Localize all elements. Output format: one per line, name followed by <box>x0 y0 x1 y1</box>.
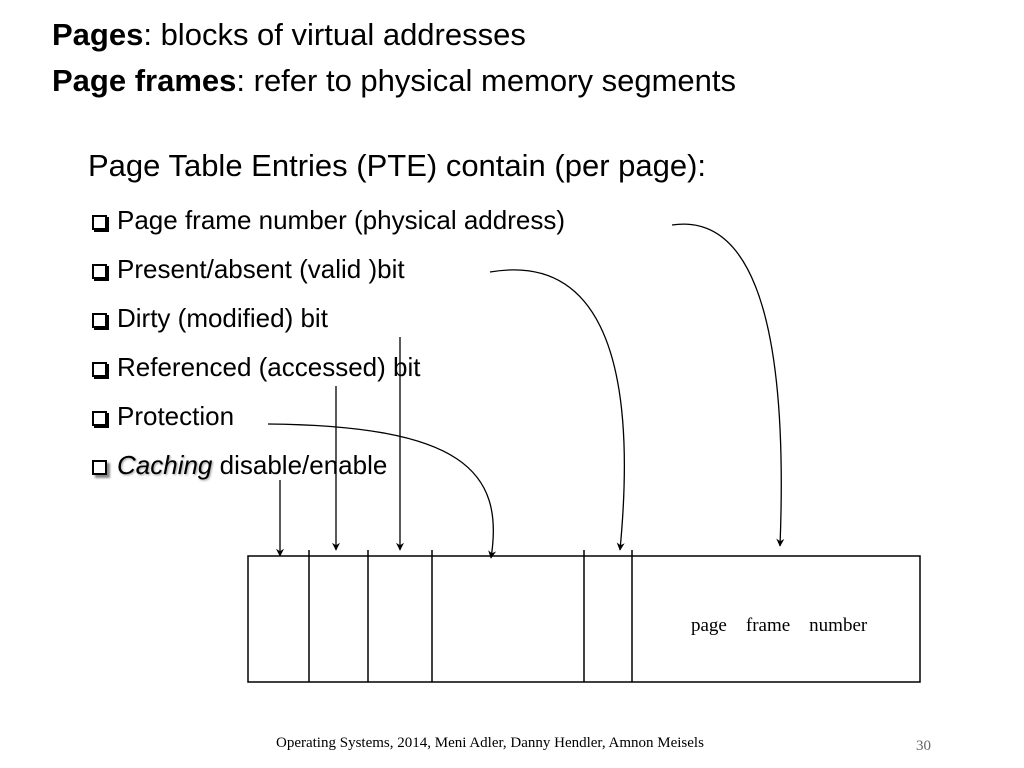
title-term-page-frames: Page frames <box>52 63 237 98</box>
checkbox-bullet-icon <box>92 362 107 377</box>
arrow-frame-number-to-field <box>671 223 785 547</box>
arrow-present-to-field <box>489 269 625 551</box>
bullet-italic-term: Caching <box>117 450 213 480</box>
title-line-1: Pages: blocks of virtual addresses <box>52 12 736 58</box>
pte-heading: Page Table Entries (PTE) contain (per pa… <box>88 148 707 183</box>
checkbox-bullet-icon <box>92 411 107 426</box>
bullet-text: Page frame number (physical address) <box>117 205 565 235</box>
checkbox-bullet-icon <box>92 460 107 475</box>
bullet-text: Protection <box>117 401 235 431</box>
bullet-text: Dirty (modified) bit <box>117 303 328 333</box>
arrow-protection-to-field <box>267 423 497 559</box>
pte-field-caching: Caching disable/enable <box>92 447 387 483</box>
title-term-pages: Pages <box>52 17 144 52</box>
slide-title: Pages: blocks of virtual addresses Page … <box>52 12 736 104</box>
bullet-text: Referenced (accessed) bit <box>117 352 421 382</box>
title-line-2: Page frames: refer to physical memory se… <box>52 58 736 104</box>
bullet-text: Present/absent (valid )bit <box>117 254 405 284</box>
title-definition-page-frames: : refer to physical memory segments <box>236 63 737 98</box>
checkbox-bullet-icon <box>92 215 107 230</box>
bullet-text: disable/enable <box>212 450 388 480</box>
pte-field-dirty: Dirty (modified) bit <box>92 300 328 336</box>
checkbox-bullet-icon <box>92 264 107 279</box>
pte-field-protection: Protection <box>92 398 234 434</box>
page-frame-number-cell-label: page frame number <box>691 615 868 636</box>
slide-number: 30 <box>916 738 931 754</box>
pte-field-referenced: Referenced (accessed) bit <box>92 349 420 385</box>
pte-field-page-frame-number: Page frame number (physical address) <box>92 202 565 238</box>
pte-field-present-absent: Present/absent (valid )bit <box>92 251 405 287</box>
checkbox-bullet-icon <box>92 313 107 328</box>
title-definition-pages: : blocks of virtual addresses <box>143 17 526 52</box>
footer-credit: Operating Systems, 2014, Meni Adler, Dan… <box>276 735 704 751</box>
